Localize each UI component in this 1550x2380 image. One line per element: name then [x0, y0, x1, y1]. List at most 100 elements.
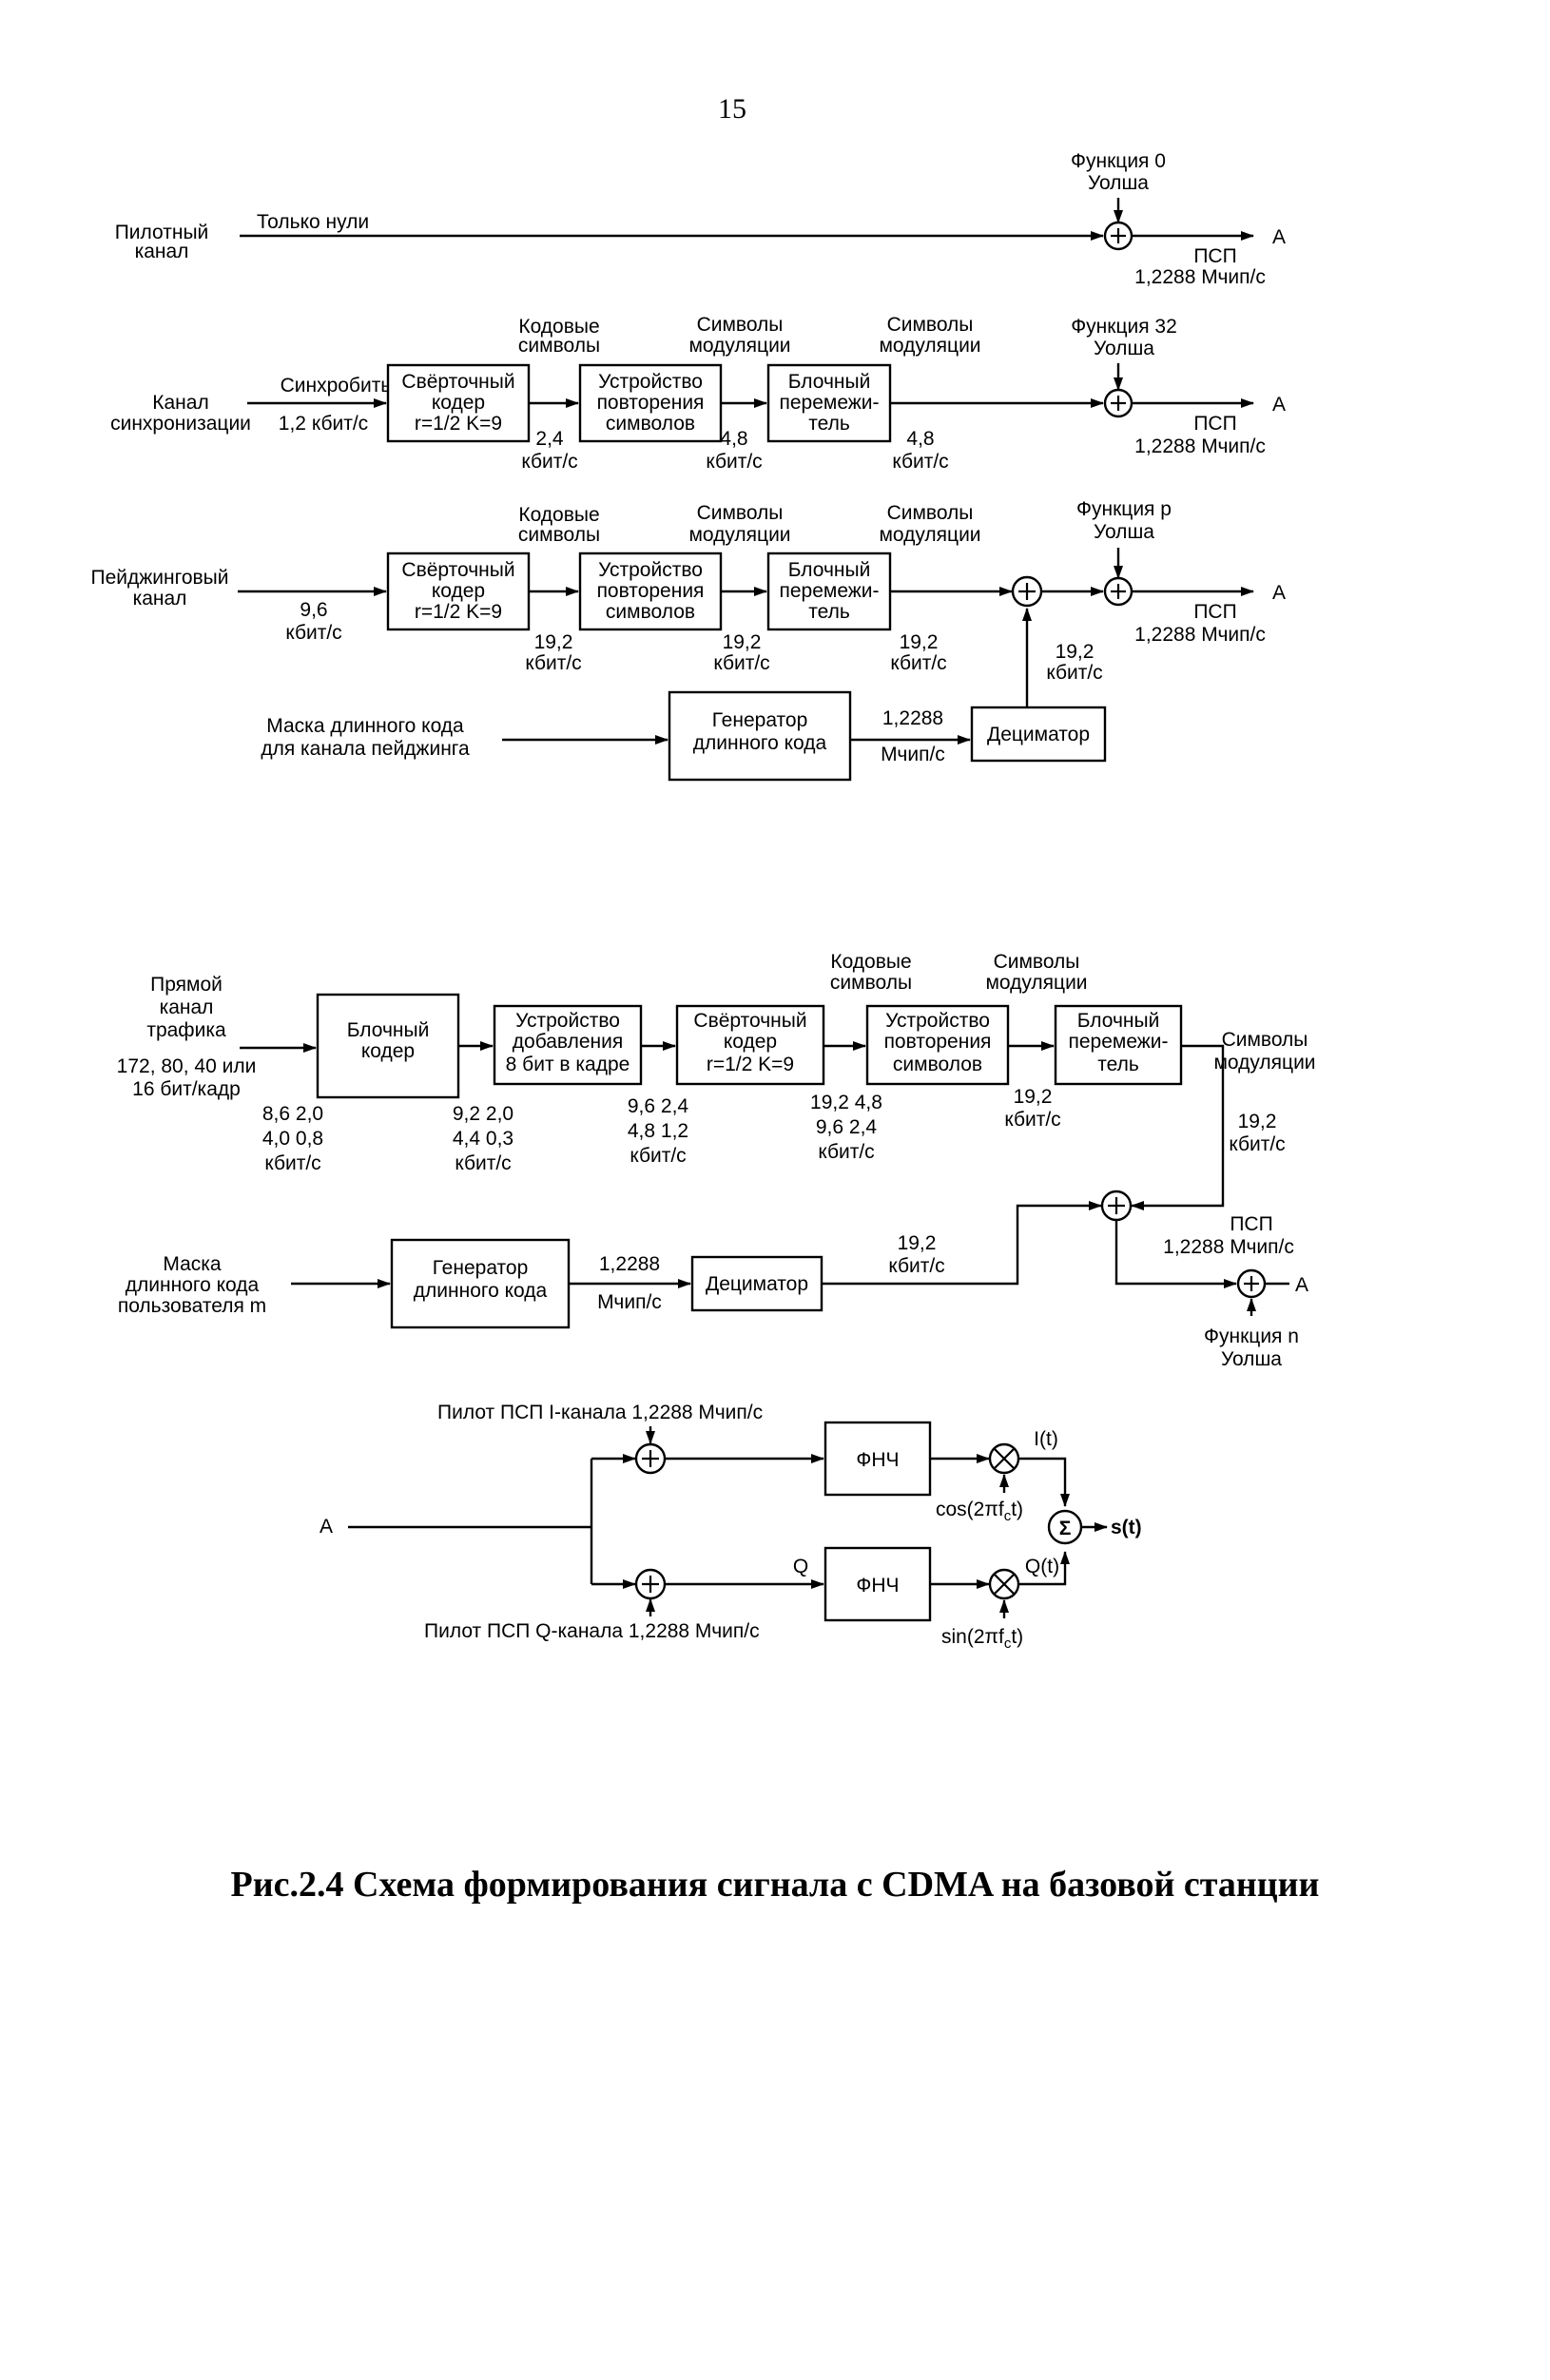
traffic-repeat-label: повторения	[884, 1031, 992, 1053]
sync-rate2: кбит/с	[706, 451, 762, 473]
sync-repeat-label: Устройство	[598, 371, 703, 393]
sync-mod-symbols: Символы	[697, 314, 784, 336]
sync-rate1: кбит/с	[521, 451, 577, 473]
sync-output-a: A	[1272, 394, 1286, 416]
traffic-rates-d: 9,6 2,4	[816, 1116, 878, 1138]
pilot-walsh-label: Уолша	[1088, 172, 1149, 194]
traffic-rate: 1,2288 Мчип/с	[1163, 1236, 1294, 1258]
paging-repeat-label: Устройство	[598, 559, 703, 581]
quadrature-modulator: A Пилот ПСП I-канала 1,2288 Мчип/с Пилот…	[320, 1402, 1142, 1652]
paging-rate3: кбит/с	[890, 652, 946, 674]
traffic-gen-label: Генератор	[433, 1257, 529, 1279]
pilot-channel: Пилотный канал Только нули Функция 0 Уол…	[115, 150, 1286, 288]
paging-gen-rate: 1,2288	[882, 707, 943, 729]
paging-mod-symbols: модуляции	[688, 524, 790, 546]
sync-conv-label: r=1/2 K=9	[415, 413, 502, 435]
traffic-rates-b: 9,2 2,0	[453, 1103, 513, 1125]
traffic-to-walsh-line	[1114, 1220, 1237, 1288]
traffic-channel-label: Прямой	[150, 974, 223, 996]
sync-psp: ПСП	[1193, 413, 1236, 435]
i-to-sum-line	[1018, 1457, 1070, 1507]
traffic-interleaver	[1054, 1004, 1183, 1086]
paging-rate: 1,2288 Мчип/с	[1134, 624, 1266, 646]
paging-conv-label: r=1/2 K=9	[415, 601, 502, 623]
traffic-psp: ПСП	[1230, 1213, 1272, 1235]
traffic-code-symbols: Кодовые	[830, 951, 911, 973]
paging-gen-label: Генератор	[712, 709, 808, 731]
paging-channel: Пейджинговый канал 9,6 кбит/с Кодовые си…	[91, 498, 1286, 782]
traffic-conv-label: r=1/2 K=9	[707, 1054, 794, 1075]
traffic-decimator	[690, 1255, 823, 1312]
traffic-mask-label: длинного кода	[126, 1274, 260, 1296]
sync-walsh-label: Функция 32	[1071, 316, 1177, 338]
modulator-input-a: A	[320, 1516, 333, 1538]
paging-rate2: 19,2	[723, 631, 762, 653]
traffic-rates-f: 19,2	[1238, 1111, 1277, 1132]
paging-input-rate: кбит/с	[285, 622, 341, 644]
traffic-gen-label: длинного кода	[414, 1280, 548, 1302]
paging-mask-label: Маска длинного кода	[266, 715, 464, 737]
sync-channel-label: синхронизации	[110, 413, 251, 435]
traffic-mod-symbols-right: модуляции	[1213, 1052, 1315, 1074]
traffic-rates-a: 8,6 2,0	[262, 1103, 323, 1125]
traffic-rates-b: кбит/с	[455, 1152, 511, 1174]
paging-mod-symbols: Символы	[887, 502, 974, 524]
sync-interleaver-label: Блочный	[788, 371, 871, 393]
traffic-rates-d: кбит/с	[818, 1141, 874, 1163]
paging-interleaver-label: тель	[808, 601, 850, 623]
paging-dec-rate: кбит/с	[1046, 662, 1102, 684]
paging-rate1: кбит/с	[525, 652, 581, 674]
pilot-channel-label: канал	[135, 241, 189, 262]
paging-mask-label: для канала пейджинга	[261, 738, 470, 760]
sync-walsh-label: Уолша	[1094, 338, 1154, 359]
traffic-rates-c: кбит/с	[630, 1145, 686, 1167]
times-icon	[994, 1448, 1015, 1469]
times-icon	[994, 1574, 1015, 1595]
traffic-rates-b: 4,4 0,3	[453, 1128, 513, 1150]
traffic-mask-label: Маска	[163, 1253, 222, 1275]
sync-mod-symbols: модуляции	[879, 335, 980, 357]
sync-repeat-label: символов	[606, 413, 695, 435]
paging-conv-coder	[386, 551, 531, 631]
sync-repeat-label: повторения	[597, 392, 705, 414]
sync-interleaver-label: тель	[808, 413, 850, 435]
paging-rate3: 19,2	[900, 631, 939, 653]
traffic-conv-label: Свёрточный	[693, 1010, 806, 1032]
traffic-rates-e: 19,2	[1014, 1086, 1053, 1108]
traffic-rates-a: 4,0 0,8	[262, 1128, 323, 1150]
pilot-walsh-label: Функция 0	[1071, 150, 1166, 172]
pilot-q-label: Пилот ПСП Q-канала 1,2288 Мчип/с	[424, 1620, 760, 1642]
page-number: 15	[718, 93, 746, 125]
paging-interleaver-label: перемежи-	[779, 580, 879, 602]
paging-rate2: кбит/с	[713, 652, 769, 674]
lpf-i	[823, 1421, 932, 1497]
paging-mod-symbols: Символы	[697, 502, 784, 524]
paging-decimator	[970, 706, 1107, 763]
traffic-output-a: A	[1295, 1274, 1308, 1296]
paging-channel-label: канал	[133, 588, 187, 610]
paging-interleaver	[766, 551, 892, 631]
sync-rate3: 4,8	[906, 428, 934, 450]
lpf-q	[823, 1546, 932, 1622]
traffic-add-label: 8 бит в кадре	[506, 1054, 630, 1075]
traffic-rates-c: 9,6 2,4	[628, 1095, 689, 1117]
traffic-interleaver-label: Блочный	[1077, 1010, 1160, 1032]
traffic-rates-e: кбит/с	[1004, 1109, 1060, 1131]
traffic-add-label: Устройство	[515, 1010, 620, 1032]
output-signal: s(t)	[1111, 1517, 1142, 1538]
sync-rate2: 4,8	[720, 428, 747, 450]
paging-code-symbols: символы	[518, 524, 600, 546]
pilot-output-a: A	[1272, 226, 1286, 248]
sync-conv-coder	[386, 363, 531, 443]
sync-interleaver	[766, 363, 892, 443]
traffic-dec-rate: кбит/с	[888, 1255, 944, 1277]
sigma-icon: Σ	[1059, 1518, 1072, 1539]
paging-walsh-label: Уолша	[1094, 521, 1154, 543]
sync-code-symbols: символы	[518, 335, 600, 357]
paging-conv-label: кодер	[432, 580, 485, 602]
sync-rate3: кбит/с	[892, 451, 948, 473]
paging-repeat-label: символов	[606, 601, 695, 623]
sync-conv-label: кодер	[432, 392, 485, 414]
sync-code-symbols: Кодовые	[518, 316, 599, 338]
traffic-gen-rate: Мчип/с	[597, 1291, 662, 1313]
